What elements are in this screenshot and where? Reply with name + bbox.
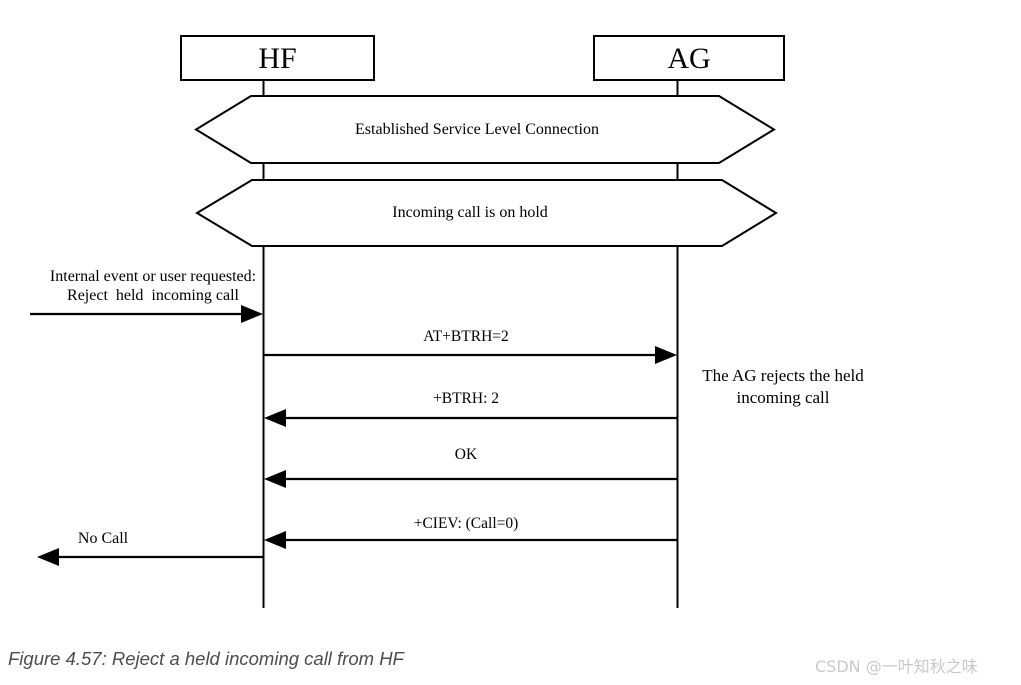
internal-event-note-line1: Internal event or user requested: [50,268,256,285]
hf-actor-box [180,35,375,81]
figure-caption: Figure 4.57: Reject a held incoming call… [8,648,404,669]
message-label-at-btrh: AT+BTRH=2 [423,328,509,345]
message-arrowhead-ok [264,470,286,488]
no-call-label: No Call [78,530,129,547]
message-label-ok: OK [455,446,478,463]
message-arrowhead-at-btrh [655,346,677,364]
message-arrowhead-btrh-2 [264,409,286,427]
incoming-call-on-hold-banner [195,179,778,247]
incoming-call-on-hold-label: Incoming call is on hold [392,204,548,221]
ag-actor-label: AG [667,42,710,75]
message-label-btrh-2: +BTRH: 2 [433,390,499,407]
internal-event-arrowhead [241,305,263,323]
service-level-connection-banner [194,95,776,164]
hf-actor-label: HF [258,42,296,75]
ag-rejects-note-line2: incoming call [736,388,829,407]
service-level-connection-label: Established Service Level Connection [355,121,599,138]
internal-event-note-line2: Reject held incoming call [67,287,240,304]
watermark: CSDN @一叶知秋之味 [815,657,978,676]
message-label-ciev: +CIEV: (Call=0) [414,515,519,532]
ag-rejects-note-line1: The AG rejects the held [702,366,864,385]
ag-actor-box [593,35,785,81]
no-call-arrowhead [37,548,59,566]
message-arrowhead-ciev [264,531,286,549]
